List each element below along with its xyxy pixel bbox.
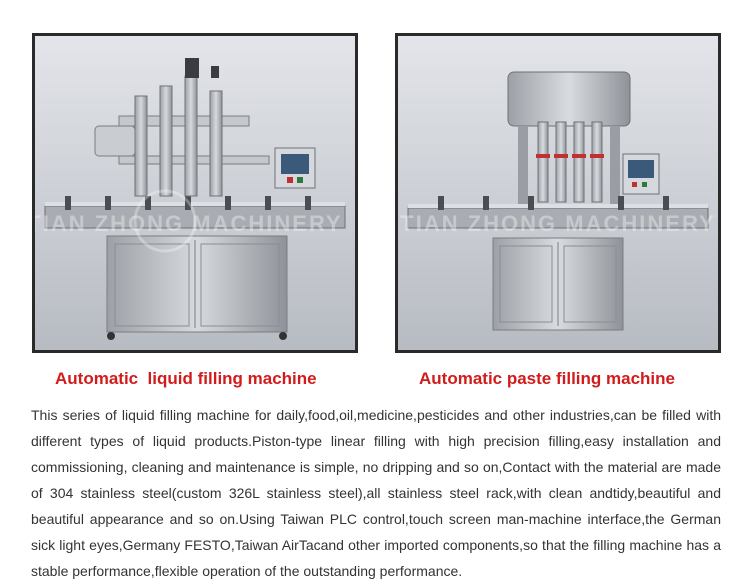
paste-filling-machine-photo: TIAN ZHONG MACHINERY (395, 33, 721, 353)
watermark-text: TIAN ZHONG MACHINERY (400, 211, 715, 236)
liquid-filling-machine-image: TIAN ZHONG MACHINERY (35, 36, 355, 350)
paste-filling-machine-image: TIAN ZHONG MACHINERY (398, 36, 718, 350)
paste-filling-machine-caption: Automatic paste filling machine (419, 369, 675, 388)
product-description: This series of liquid filling machine fo… (31, 407, 721, 579)
liquid-filling-machine-photo: TIAN ZHONG MACHINERY (32, 33, 358, 353)
watermark-text: TIAN ZHONG MACHINERY (35, 211, 343, 236)
liquid-filling-machine-caption: Automatic liquid filling machine (55, 369, 317, 388)
